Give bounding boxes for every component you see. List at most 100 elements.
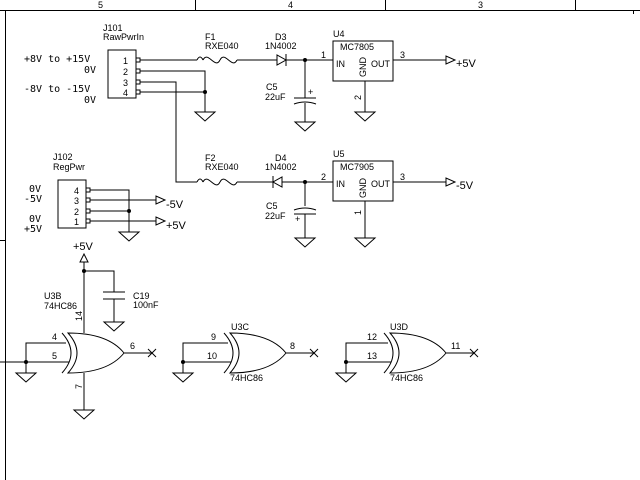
- u3b-ref: U3B: [44, 291, 62, 301]
- j102-pin-2: 2: [74, 207, 79, 217]
- j101-label-pos-in: +8V to +15V: [24, 54, 90, 65]
- d3-ref: D3: [275, 32, 287, 42]
- c5-bottom-ref: C5: [266, 201, 278, 211]
- u4-wiring: [364, 55, 457, 112]
- xor-gate-u3b[interactable]: [61, 332, 125, 374]
- j101-label-neg-in: -8V to -15V: [24, 84, 90, 95]
- connector-j101[interactable]: J101 RawPwrIn 1 2 3 4: [103, 23, 144, 99]
- diode-d3[interactable]: [276, 54, 333, 66]
- j102-wiring: [90, 189, 167, 232]
- neg5-out-label: -5V: [456, 180, 474, 192]
- f1-ref: F1: [205, 32, 216, 42]
- j102-label-neg5: -5V: [24, 194, 42, 205]
- u4-gnd-label: GND: [358, 57, 368, 78]
- u5-ref: U5: [333, 149, 345, 159]
- capacitor-c5-top[interactable]: +: [293, 60, 317, 122]
- j102-label-0v-a: 0V: [29, 184, 41, 195]
- c19-value: 100nF: [133, 300, 159, 310]
- ground-symbol: [353, 237, 377, 248]
- u3c-value: 74HC86: [230, 373, 263, 383]
- ground-symbol: [353, 111, 377, 122]
- capacitor-c5-bottom[interactable]: +: [293, 182, 317, 238]
- zone-label-5: 5: [98, 0, 103, 10]
- c5-top-ref: C5: [266, 82, 278, 92]
- u3b-pin-a: 4: [52, 332, 57, 342]
- u3d-pin-b: 13: [367, 351, 377, 361]
- u5-pin-gnd: 1: [353, 210, 363, 215]
- xor-gate-u3d[interactable]: [383, 332, 447, 374]
- u3-power-wiring: [79, 252, 125, 410]
- u3d-wiring: [344, 342, 479, 373]
- d4-ref: D4: [275, 153, 287, 163]
- ground-symbol: [193, 111, 217, 122]
- u3d-pin-a: 12: [367, 332, 377, 342]
- u4-pin-gnd: 2: [353, 95, 363, 100]
- u5-gnd-label: GND: [358, 178, 368, 199]
- u3c-pin-b: 10: [207, 351, 217, 361]
- u3c-ref: U3C: [231, 322, 250, 332]
- j101-wiring: [140, 59, 207, 183]
- ground-symbol: [334, 372, 358, 383]
- ground-symbol: [117, 231, 141, 242]
- ground-symbol: [293, 121, 317, 132]
- ground-symbol: [14, 372, 38, 383]
- u4-out-label: OUT: [371, 59, 391, 69]
- svg-text:+: +: [295, 214, 300, 224]
- u3b-wiring: [0, 342, 157, 373]
- fuse-f1[interactable]: [196, 56, 277, 64]
- regulator-u4[interactable]: [332, 40, 394, 82]
- zone-label-4: 4: [288, 0, 293, 10]
- j102-pin-1: 1: [74, 217, 79, 227]
- ground-symbol: [72, 409, 96, 420]
- u3d-ref: U3D: [390, 322, 409, 332]
- f1-value: RXE040: [205, 41, 239, 51]
- svg-text:+: +: [308, 87, 313, 97]
- ground-symbol: [102, 321, 126, 332]
- ground-symbol: [293, 237, 317, 248]
- u4-ref: U4: [333, 29, 345, 39]
- diode-d4[interactable]: [271, 176, 333, 188]
- j102-pos5-rail: +5V: [166, 220, 187, 232]
- u5-pin-out: 3: [400, 172, 405, 182]
- regulator-u5[interactable]: [332, 160, 394, 202]
- u3d-pin-y: 11: [451, 341, 460, 351]
- j101-pin-1: 1: [123, 56, 128, 66]
- f2-ref: F2: [205, 153, 216, 163]
- connector-j102[interactable]: [57, 179, 91, 229]
- j102-label-0v-b: 0V: [29, 214, 41, 225]
- u4-in-label: IN: [336, 59, 345, 69]
- c5-bottom-value: 22uF: [265, 211, 286, 221]
- u5-value: MC7905: [340, 162, 374, 172]
- u5-out-label: OUT: [371, 179, 391, 189]
- u3c-pin-y: 8: [290, 341, 295, 351]
- u3d-value: 74HC86: [390, 373, 423, 383]
- u3b-pin-gnd: 7: [74, 384, 84, 389]
- u5-pin-in: 2: [321, 172, 326, 182]
- c19-ref: C19: [133, 291, 150, 301]
- j102-ref: J102: [53, 152, 73, 162]
- j101-label-0v-b: 0V: [84, 95, 96, 106]
- xor-gate-u3c[interactable]: [223, 332, 287, 374]
- j101-ref: J101: [103, 23, 123, 33]
- j101-pin-2: 2: [123, 67, 128, 77]
- j102-pin-4: 4: [74, 186, 79, 196]
- zone-label-3: 3: [478, 0, 483, 10]
- j101-pin-4: 4: [123, 88, 128, 98]
- j102-value: RegPwr: [53, 162, 85, 172]
- d3-value: 1N4002: [265, 41, 297, 51]
- u3-vcc-rail: +5V: [73, 241, 94, 253]
- u3b-value: 74HC86: [44, 301, 77, 311]
- u5-wiring: [364, 177, 457, 238]
- j101-label-0v-a: 0V: [84, 65, 96, 76]
- u3b-pin-vcc: 14: [74, 311, 84, 321]
- u4-value: MC7805: [340, 42, 374, 52]
- fuse-f2[interactable]: [196, 178, 273, 186]
- j101-pin-3: 3: [123, 78, 128, 88]
- ground-symbol: [171, 372, 195, 383]
- pos5-out-label: +5V: [456, 58, 477, 70]
- u4-pin-out: 3: [400, 50, 405, 60]
- j102-pin-3: 3: [74, 196, 79, 206]
- u5-in-label: IN: [336, 179, 345, 189]
